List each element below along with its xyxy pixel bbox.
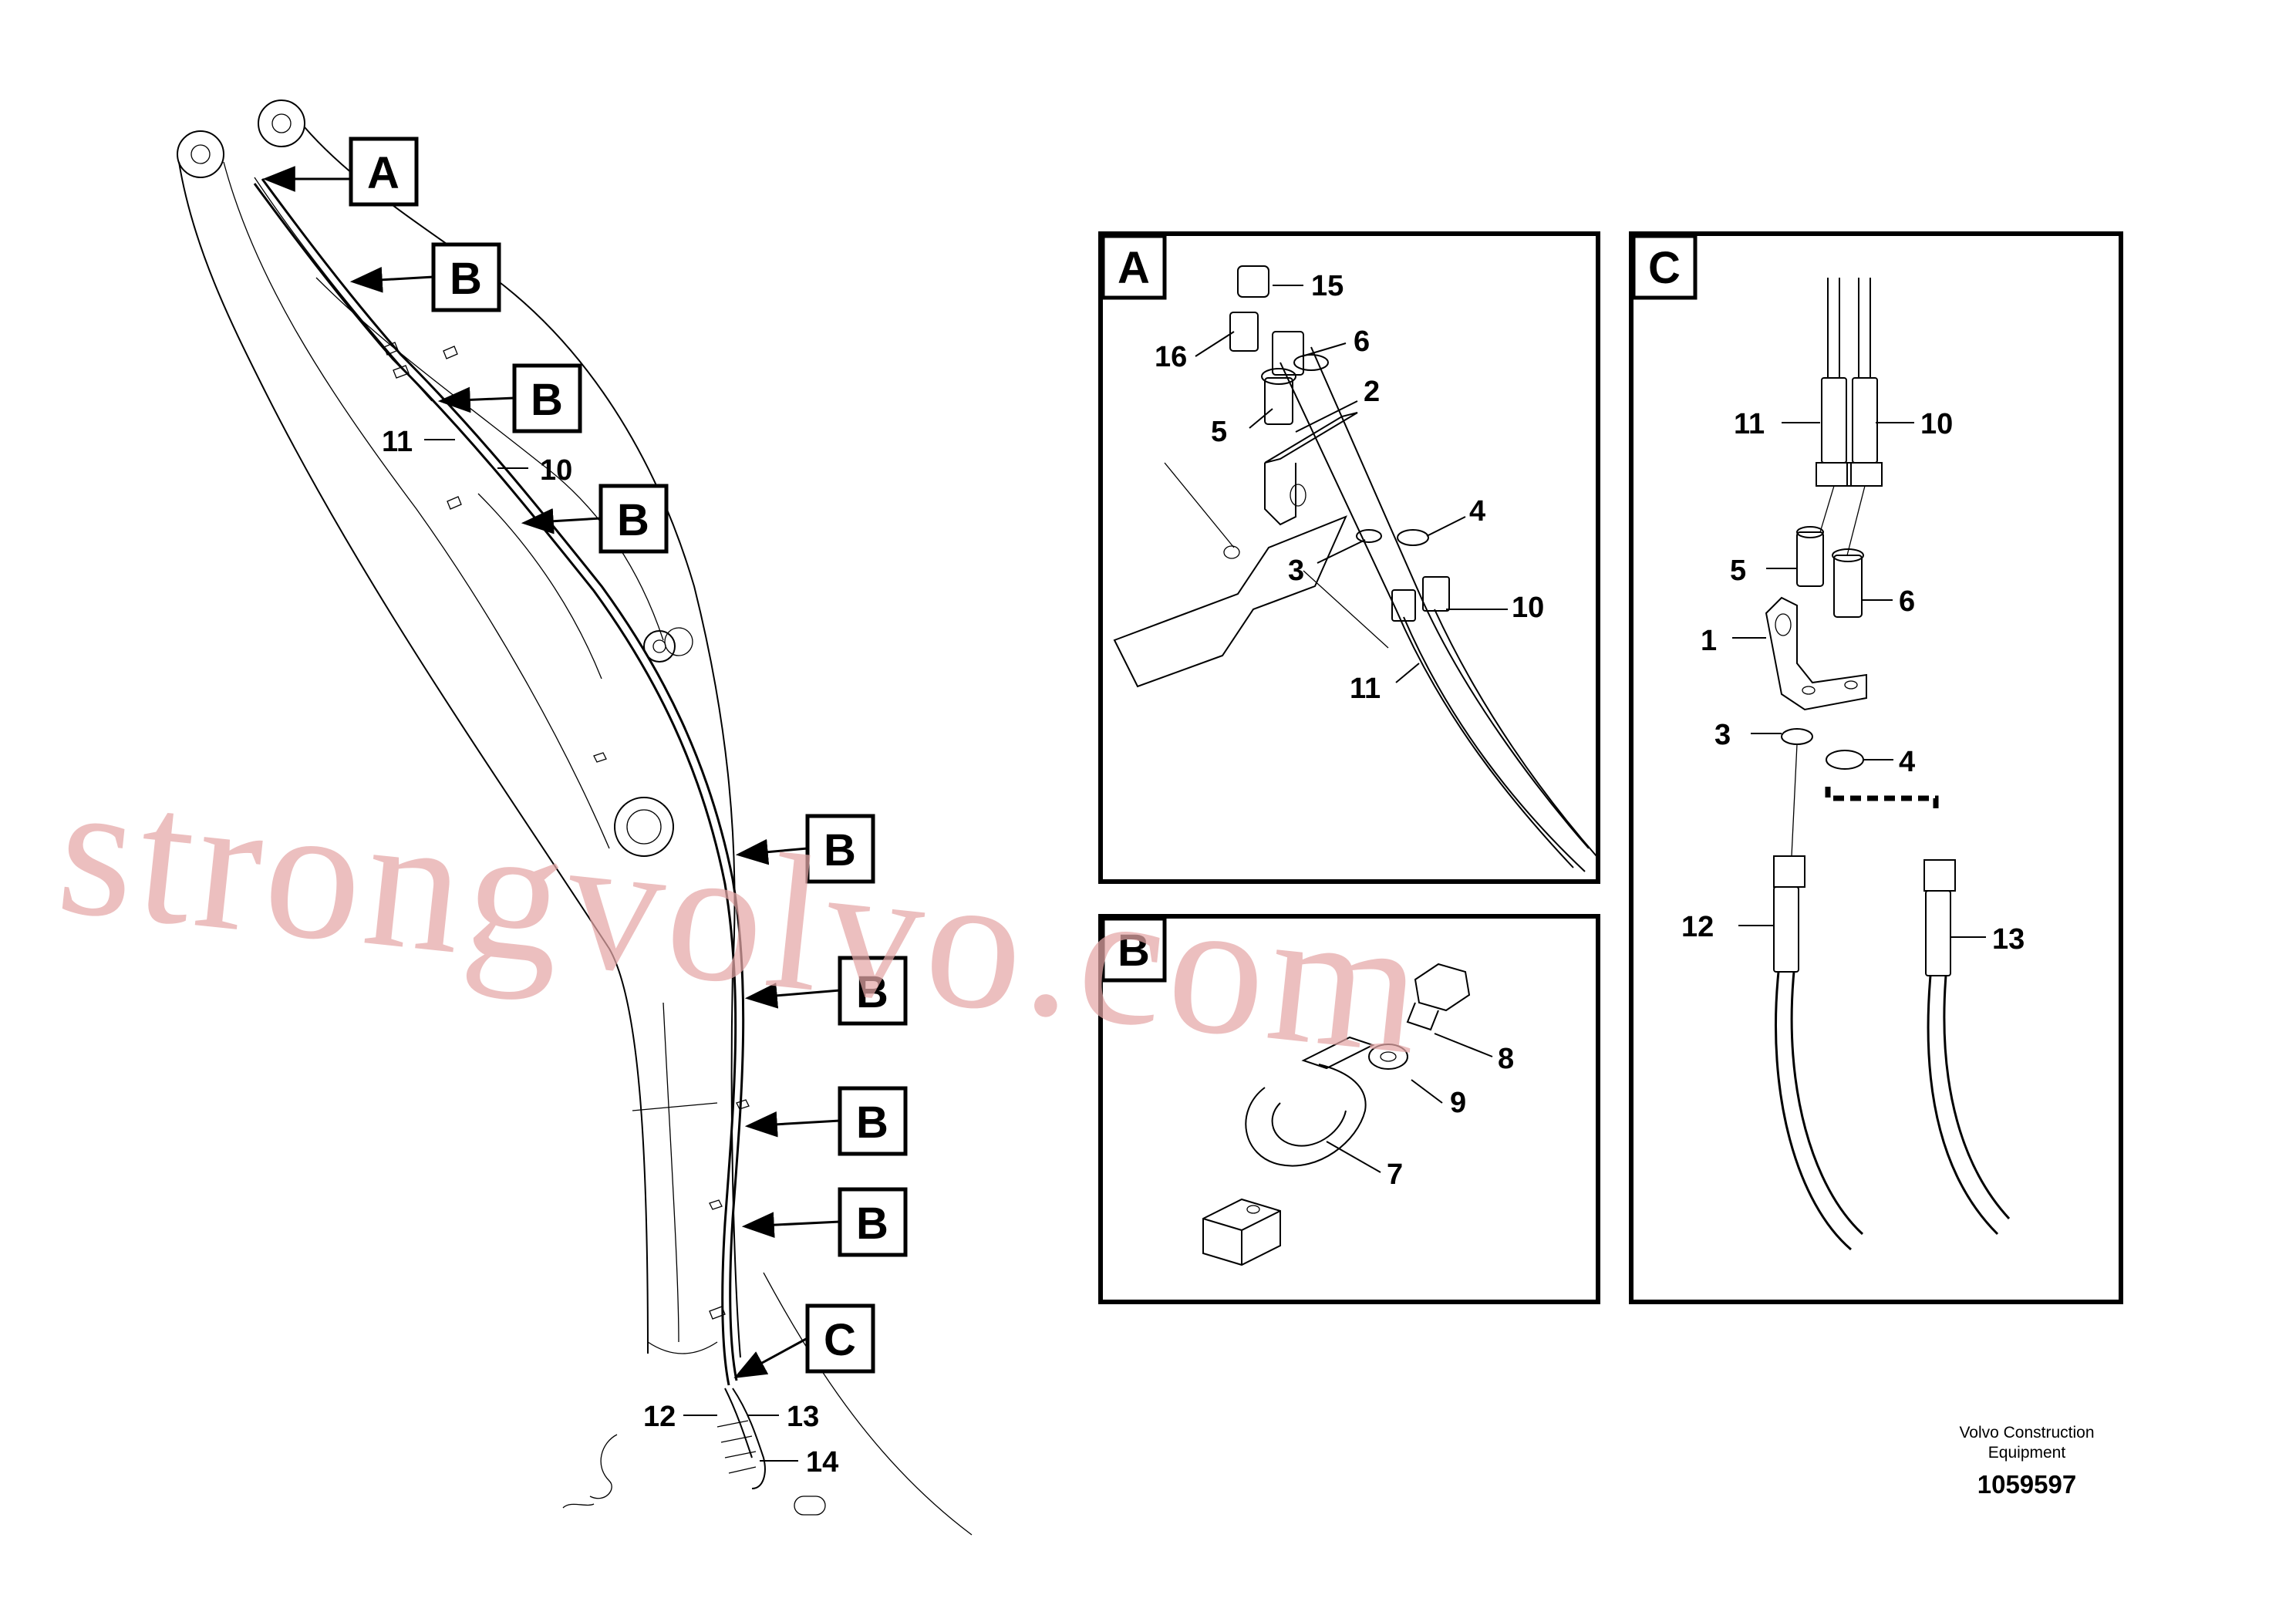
svg-text:B: B [856, 1199, 888, 1249]
svg-text:B: B [1118, 926, 1150, 976]
part-label-15: 15 [1311, 270, 1344, 302]
part-label-13: 13 [1992, 923, 2025, 956]
svg-text:B: B [617, 495, 649, 545]
part-label-13: 13 [787, 1401, 819, 1433]
svg-text:B: B [856, 967, 888, 1017]
callout-box-b: B [805, 814, 875, 884]
part-label-5: 5 [1211, 416, 1227, 448]
part-label-12: 12 [643, 1401, 676, 1433]
svg-text:B: B [856, 1098, 888, 1148]
detail-panel-b: B 8 9 7 [1098, 914, 1600, 1304]
part-label-2: 2 [1364, 376, 1380, 408]
part-label-11: 11 [382, 426, 413, 458]
part-label-1: 1 [1701, 625, 1717, 657]
svg-text:A: A [1118, 243, 1150, 293]
part-label-14: 14 [806, 1446, 838, 1479]
drawing-number: 1059597 [1977, 1470, 2076, 1499]
part-label-7: 7 [1387, 1158, 1403, 1191]
svg-text:A: A [367, 148, 400, 198]
part-label-6: 6 [1354, 325, 1370, 358]
svg-text:B: B [450, 254, 482, 304]
callout-leaders [262, 166, 841, 1462]
callout-box-b: B [838, 956, 908, 1026]
svg-text:B: B [531, 375, 563, 425]
boom-drawing [177, 99, 973, 1536]
callout-box-b: B [431, 242, 501, 312]
part-label-11: 11 [1734, 408, 1765, 440]
detail-panel-a: A 15 16 6 2 5 [1098, 231, 1600, 884]
part-label-3: 3 [1288, 555, 1304, 587]
brand-line-2: Equipment [1988, 1444, 2066, 1462]
detail-panel-c: C [1629, 231, 2123, 1304]
part-label-8: 8 [1498, 1043, 1514, 1075]
svg-text:B: B [824, 825, 856, 875]
callout-box-b: B [598, 484, 669, 554]
svg-text:C: C [1648, 243, 1681, 293]
part-label-10: 10 [1512, 592, 1544, 624]
part-label-4: 4 [1469, 495, 1485, 528]
part-label-3: 3 [1714, 719, 1731, 751]
callout-box-b: B [838, 1187, 908, 1257]
part-label-16: 16 [1155, 341, 1187, 373]
part-label-6: 6 [1899, 585, 1915, 618]
callout-box-b: B [512, 363, 582, 433]
svg-text:C: C [824, 1315, 856, 1365]
brand-line-1: Volvo Construction [1959, 1424, 2094, 1442]
callout-box-b: B [838, 1086, 908, 1156]
drawing-footer: Volvo Construction Equipment 1059597 [1959, 1424, 2094, 1499]
callout-box-a: A [349, 137, 419, 207]
part-label-11: 11 [1350, 673, 1381, 705]
part-label-10: 10 [1920, 408, 1953, 440]
part-label-9: 9 [1450, 1087, 1466, 1119]
part-label-12: 12 [1681, 911, 1714, 943]
callout-box-c: C [805, 1303, 875, 1374]
part-label-10: 10 [540, 454, 572, 487]
part-label-4: 4 [1899, 746, 1915, 778]
part-label-5: 5 [1730, 555, 1746, 587]
